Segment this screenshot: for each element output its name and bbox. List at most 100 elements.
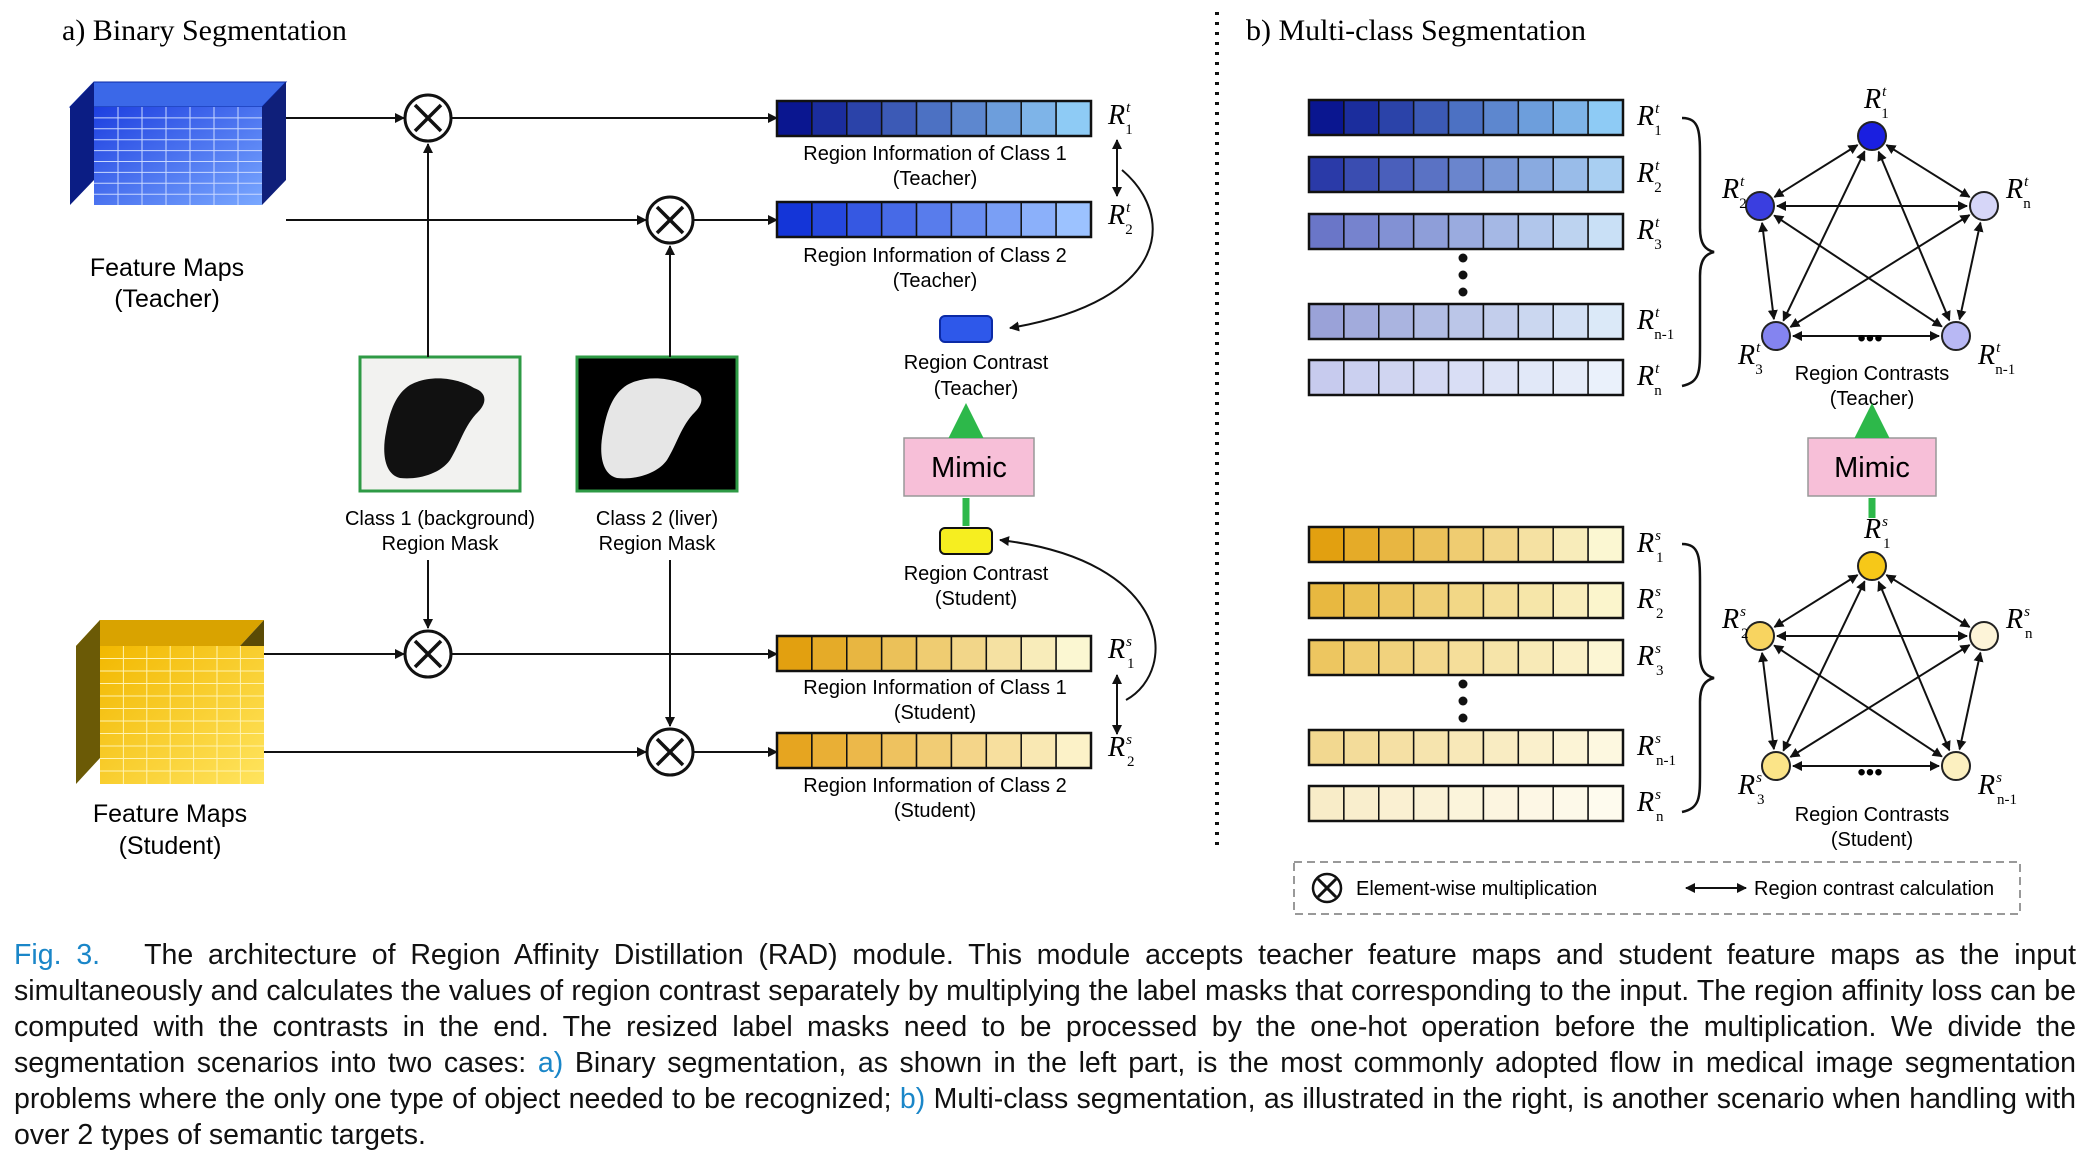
teacher-graph-edge xyxy=(1773,214,1943,328)
multiclass-bar-student-2 xyxy=(1307,581,1625,620)
svg-text:(Teacher): (Teacher) xyxy=(893,168,977,190)
legend-contrast-text: Region contrast calculation xyxy=(1754,878,1994,900)
region-contrast-student-box xyxy=(939,527,993,555)
multiclass-bar-teacher-2 xyxy=(1307,155,1625,194)
multiclass-bar-teacher-5 xyxy=(1307,358,1625,397)
svg-text:(Student): (Student) xyxy=(119,832,222,860)
region-info-t2-label: Region Information of Class 2 (Teacher) xyxy=(803,245,1066,292)
region-contrast-teacher-label: Region Contrast (Teacher) xyxy=(904,352,1049,400)
svg-text:(Teacher): (Teacher) xyxy=(114,285,220,313)
mimic-label-binary: Mimic xyxy=(931,452,1007,484)
multiclass-bar-student-1 xyxy=(1307,525,1625,564)
region-contrasts-teacher-label: Region Contrasts (Teacher) xyxy=(1795,363,1950,410)
region-bar-student-2 xyxy=(775,731,1093,770)
svg-text:Region Contrast: Region Contrast xyxy=(904,352,1049,374)
teacher-graph-edge xyxy=(1956,221,1984,321)
panel-a-title: a) Binary Segmentation xyxy=(62,14,347,47)
teacher-feature-cube-icon xyxy=(68,81,288,205)
region-contrasts-student-label: Region Contrasts (Student) xyxy=(1795,804,1950,851)
multiclass-bar-student-4 xyxy=(1307,728,1625,767)
brace-teacher xyxy=(1681,116,1715,388)
vertical-ellipsis-dots xyxy=(1458,253,1468,723)
student-graph-edge xyxy=(1758,651,1778,751)
mimic-label-multiclass: Mimic xyxy=(1834,452,1910,484)
caption-a-label: a) xyxy=(537,1047,564,1079)
panel-a-connections xyxy=(264,113,778,757)
student-graph-edge xyxy=(1789,644,1971,758)
teacher-graph-edge xyxy=(1758,221,1778,321)
teacher-graph-node xyxy=(1941,321,1971,351)
panel-b-title: b) Multi-class Segmentation xyxy=(1246,14,1586,47)
panel-b-region-bars xyxy=(1307,98,1625,823)
region-bar-teacher-2 xyxy=(775,200,1093,239)
svg-text:(Teacher): (Teacher) xyxy=(893,270,977,292)
legend: Element-wise multiplication Region contr… xyxy=(1293,861,2021,915)
multiclass-bar-teacher-3 xyxy=(1307,212,1625,251)
svg-text:Region Contrasts: Region Contrasts xyxy=(1795,363,1950,385)
multiply-operators xyxy=(403,93,695,777)
multiclass-bar-teacher-4 xyxy=(1307,302,1625,341)
teacher-graph-node xyxy=(1857,121,1887,151)
region-info-s1-label: Region Information of Class 1 (Student) xyxy=(803,677,1066,724)
student-graph-edges xyxy=(1758,574,1984,771)
teacher-graph-edge xyxy=(1885,144,1971,198)
feature-maps-student-label: Feature Maps (Student) xyxy=(93,800,247,860)
multiply-operator-icon xyxy=(403,93,453,143)
student-graph-edge xyxy=(1773,644,1943,758)
mimic-box-binary xyxy=(903,437,1035,497)
mimic-box-multiclass xyxy=(1807,437,1937,497)
student-graph-node xyxy=(1857,551,1887,581)
svg-text:(Teacher): (Teacher) xyxy=(1830,388,1914,410)
multiply-operator-icon xyxy=(645,727,695,777)
svg-text:Region Mask: Region Mask xyxy=(599,533,717,555)
svg-text:(Student): (Student) xyxy=(935,588,1017,610)
region-bar-teacher-1 xyxy=(775,99,1093,138)
student-graph-node xyxy=(1941,751,1971,781)
svg-text:Region Information of Class 2: Region Information of Class 2 xyxy=(803,775,1066,797)
teacher-graph-node xyxy=(1969,191,1999,221)
region-info-s2-label: Region Information of Class 2 (Student) xyxy=(803,775,1066,822)
mask1-label: Class 1 (background) Region Mask xyxy=(345,508,535,555)
legend-multiply-text: Element-wise multiplication xyxy=(1356,878,1597,900)
svg-text:(Teacher): (Teacher) xyxy=(934,378,1018,400)
svg-text:Region Information of Class 1: Region Information of Class 1 xyxy=(803,677,1066,699)
panel-a-region-bars xyxy=(775,99,1093,770)
caption-text-2: Binary segmentation, as shown in the lef… xyxy=(14,1047,2077,1115)
student-graph-node xyxy=(1969,621,1999,651)
student-graph-edge xyxy=(1773,574,1859,628)
mask2-label: Class 2 (liver) Region Mask xyxy=(596,508,718,555)
caption-text-1: The architecture of Region Affinity Dist… xyxy=(14,939,2076,1079)
teacher-graph-ellipsis: ••• xyxy=(1857,325,1882,352)
svg-text:(Student): (Student) xyxy=(894,800,976,822)
student-graph-edge xyxy=(1956,651,1984,751)
student-graph-node xyxy=(1745,621,1775,651)
caption-text-3: Multi-class segmentation, as illustrated… xyxy=(14,1083,2076,1151)
multiply-operator-icon xyxy=(403,629,453,679)
class1-background-mask-image xyxy=(358,355,522,493)
student-graph-node xyxy=(1761,751,1791,781)
multiply-operator-icon xyxy=(645,195,695,245)
svg-text:Feature Maps: Feature Maps xyxy=(93,800,247,828)
